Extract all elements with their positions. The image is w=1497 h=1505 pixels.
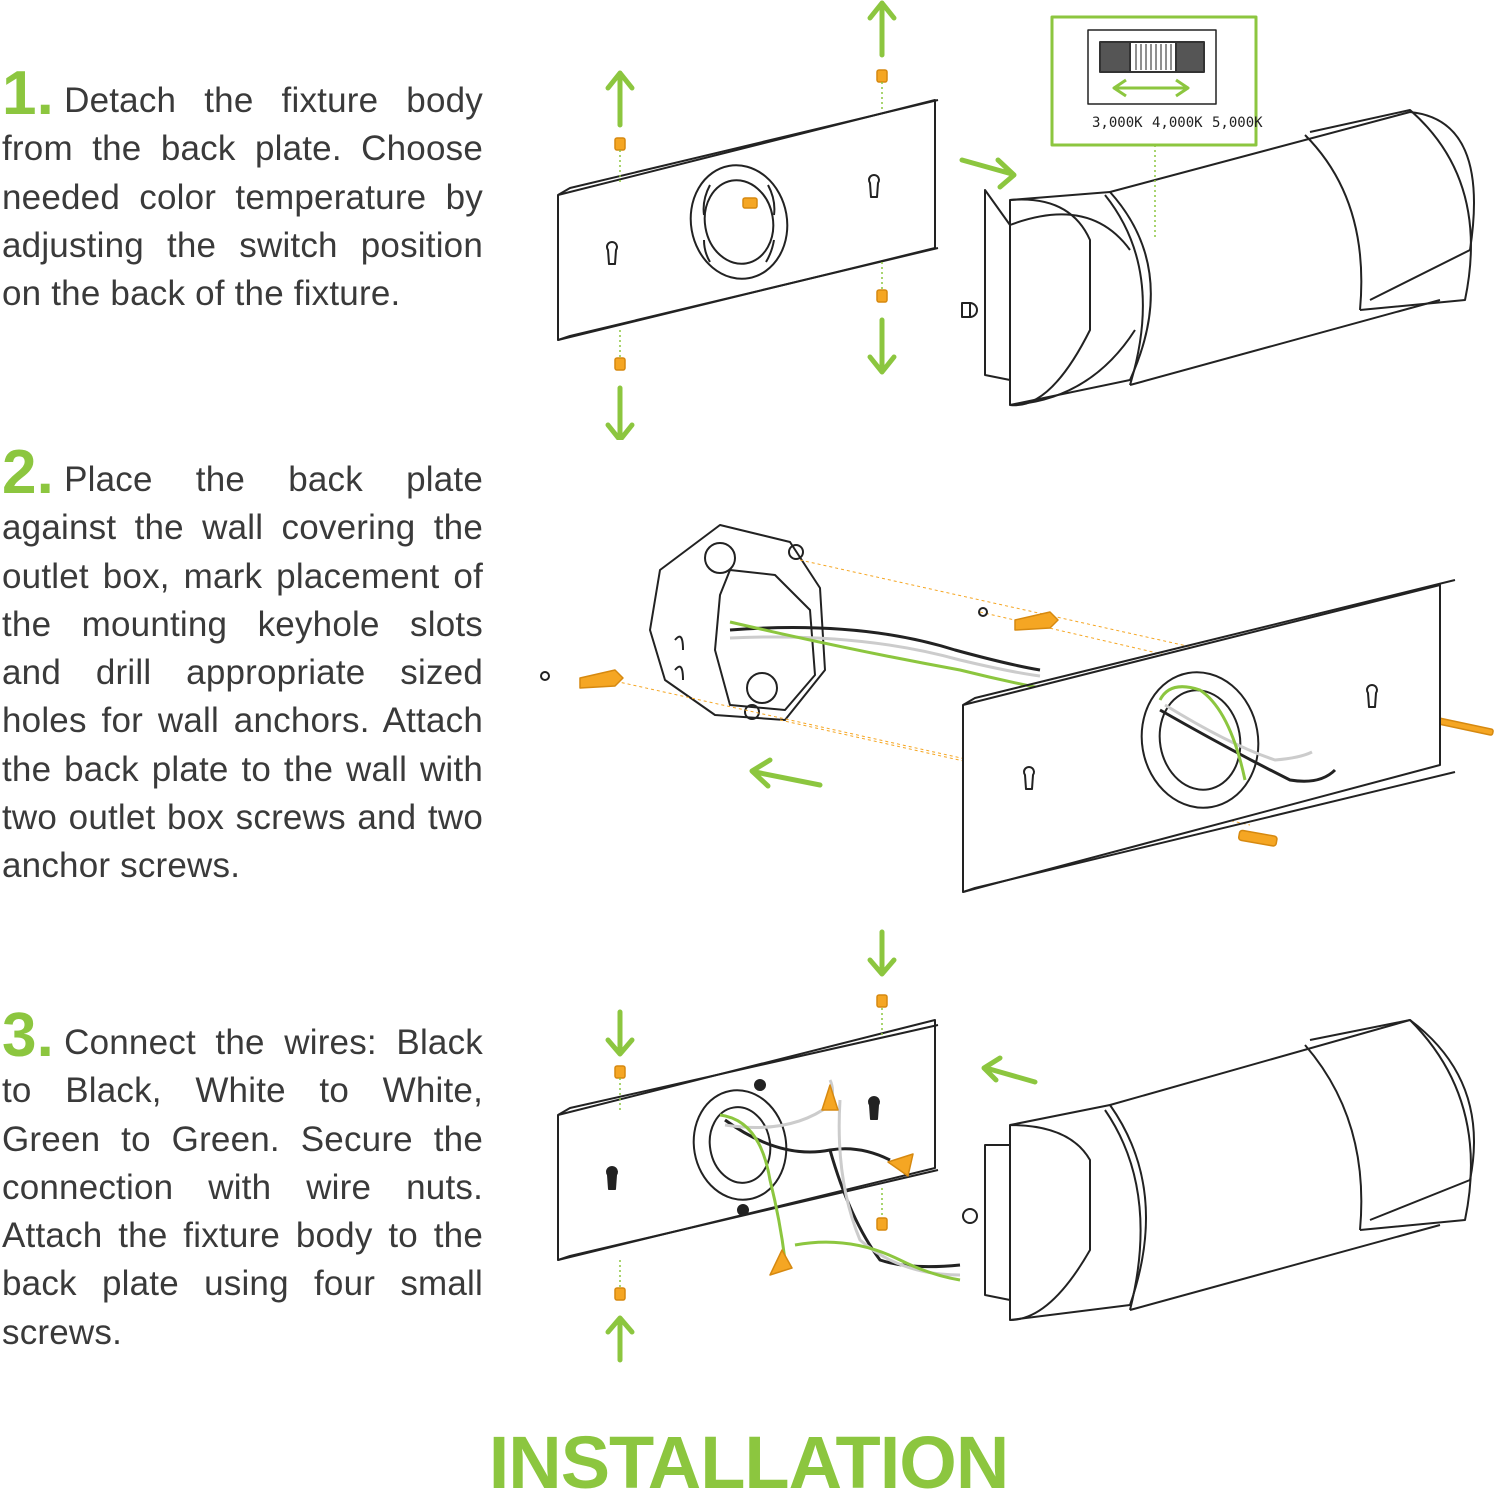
screw-icon — [876, 1217, 888, 1231]
arrow-up-icon — [605, 1315, 635, 1363]
switch-label-4000k: 4,000K — [1152, 115, 1203, 131]
arrow-down-icon — [867, 929, 897, 977]
arrow-left-icon — [749, 757, 823, 789]
switch-label-5000k: 5,000K — [1212, 115, 1263, 131]
screw-icon — [614, 1065, 626, 1079]
arrow-up-icon — [867, 0, 897, 58]
arrow-left-icon — [981, 1055, 1038, 1085]
step-3-number: 3. — [2, 1001, 55, 1070]
keyhole-right — [868, 1096, 880, 1120]
step-2-text: Place the back plate against the wall co… — [2, 460, 483, 886]
arrow-down-icon — [605, 1009, 635, 1057]
step-2-diagram — [540, 524, 1494, 893]
back-plate — [557, 99, 939, 341]
switch-label-3000k: 3,000K — [1092, 115, 1143, 131]
screw-icon — [742, 197, 758, 209]
screw-icon — [876, 69, 888, 83]
screw-icon — [614, 137, 626, 151]
screw-icon — [614, 357, 626, 371]
arrow-up-icon — [605, 70, 635, 128]
back-plate — [557, 1019, 939, 1261]
step-2-number: 2. — [2, 438, 55, 507]
step-1-text: Detach the fixture body from the back pl… — [2, 81, 483, 314]
fixture-body — [962, 1019, 1475, 1321]
wall-anchor-icon — [579, 669, 624, 689]
step-3-diagram — [557, 929, 1475, 1363]
keyhole-left — [1023, 766, 1035, 790]
keyhole-left — [606, 1166, 618, 1190]
installation-title: INSTALLATION — [488, 1421, 1010, 1504]
step-1-instructions: 1.Detach the fixture body from the back … — [2, 63, 483, 318]
wire-nut-icon — [887, 1153, 914, 1177]
color-temperature-switch — [1050, 15, 1258, 147]
wire-nut-icon — [769, 1249, 793, 1276]
screw-icon — [876, 994, 888, 1008]
wall-anchor-icon — [1014, 611, 1059, 631]
step-1-diagram: 3,000K 4,000K 5,000K — [557, 0, 1475, 440]
step-2-instructions: 2.Place the back plate against the wall … — [2, 442, 483, 891]
arrow-down-icon — [867, 317, 897, 375]
step-1-number: 1. — [2, 59, 55, 128]
screw-icon — [614, 1287, 626, 1301]
keyhole-left — [606, 241, 618, 265]
arrow-right-icon — [959, 157, 1017, 190]
fixture-body — [961, 109, 1475, 407]
screw-icon — [1237, 829, 1278, 847]
screw-icon — [876, 289, 888, 303]
step-3-instructions: 3.Connect the wires: Black to Black, Whi… — [2, 1005, 483, 1357]
keyhole-right — [1366, 684, 1378, 708]
wire-nut-icon — [821, 1084, 839, 1111]
back-plate — [962, 579, 1456, 893]
arrow-down-icon — [605, 385, 635, 440]
step-3-text: Connect the wires: Black to Black, White… — [2, 1023, 483, 1352]
keyhole-right — [868, 174, 880, 198]
